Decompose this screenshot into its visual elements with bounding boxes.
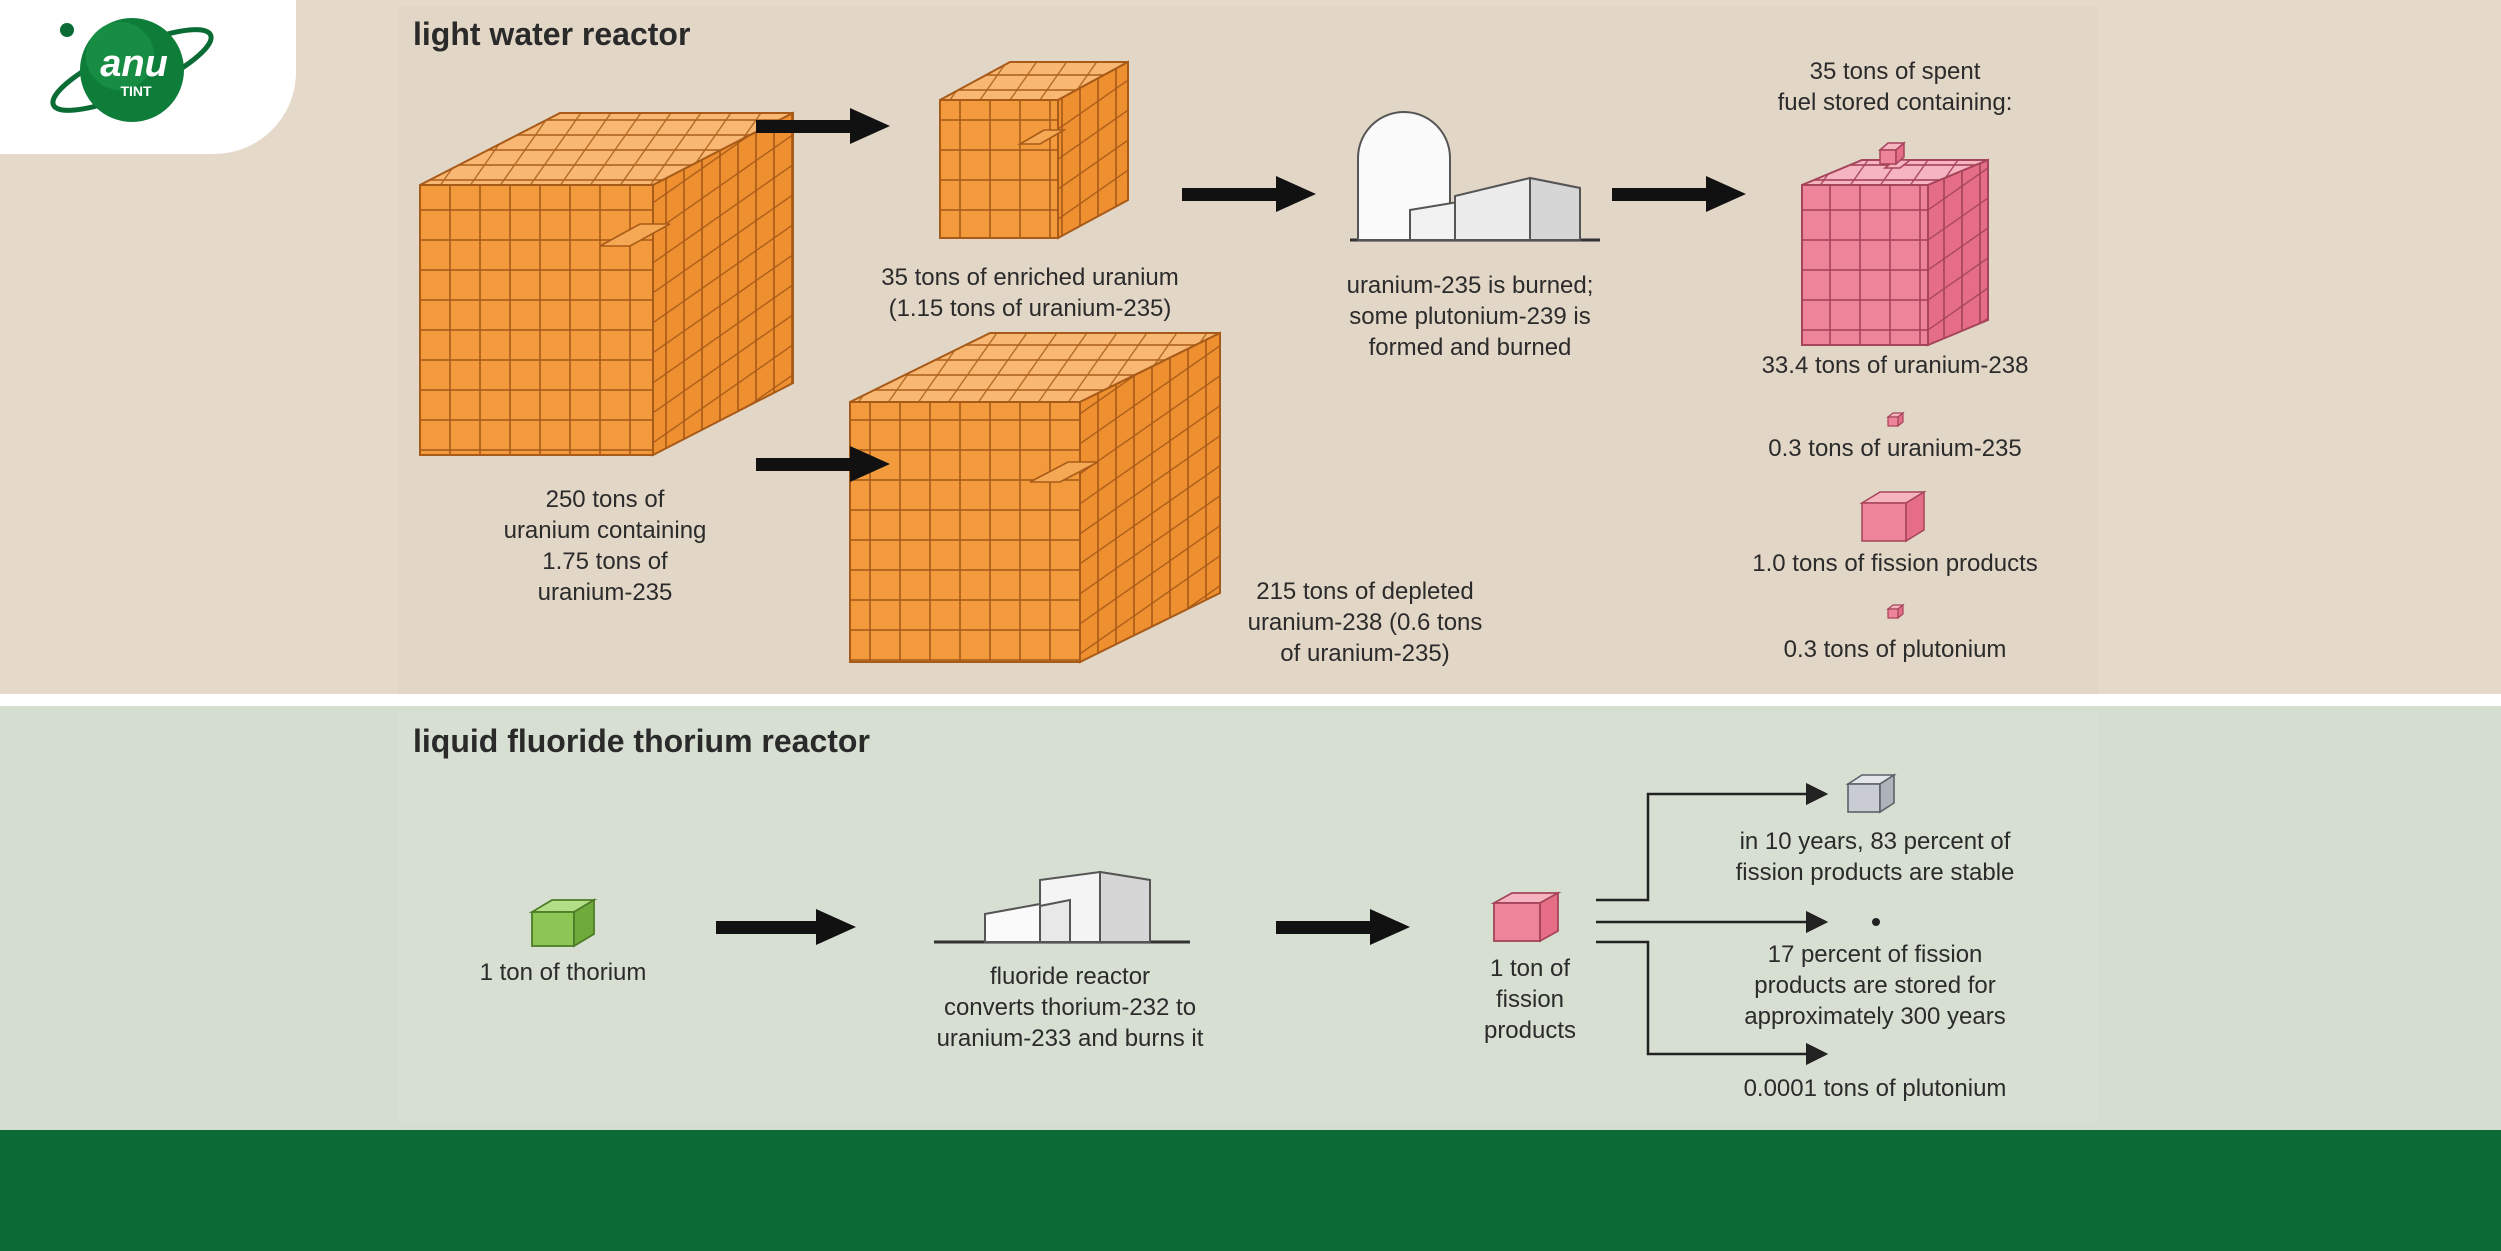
enriched-uranium-label: 35 tons of enriched uranium (1.15 tons o… [840,262,1220,324]
enriched-line: (1.15 tons of uranium-235) [888,295,1172,322]
reactor-line: uranium-235 is burned; [1346,272,1594,299]
stable-outcome-label: in 10 years, 83 percent of fission produ… [1705,826,2045,888]
spent-fission-products-label: 1.0 tons of fission products [1752,550,2038,577]
arrow-to-fission-products [1276,909,1410,945]
spent-fuel-title-line: fuel stored containing: [1777,89,2013,116]
stable-outcome-line: fission products are stable [1735,859,2015,886]
fluoride-reactor-label: fluoride reactor converts thorium-232 to… [890,961,1250,1054]
spent-fuel-title: 35 tons of spent fuel stored containing: [1735,56,2055,118]
spent-plutonium-label: 0.3 tons of plutonium [1783,636,2007,663]
svg-text:anu: anu [100,43,168,85]
fission-output-line: fission [1495,986,1565,1013]
light-water-reactor-building [1350,111,1600,242]
fluoride-reactor-line: fluoride reactor [989,963,1151,990]
depleted-uranium-label: 215 tons of depleted uranium-238 (0.6 to… [1205,576,1525,669]
uranium-235-mini-cube-icon [1886,411,1905,428]
spent-fuel-title-line: 35 tons of spent [1809,58,1981,85]
thorium-cube-icon [528,898,598,948]
arrow-to-fluoride-reactor [716,909,856,945]
plutonium-mini-cube-icon [1886,603,1905,620]
depleted-line: uranium-238 (0.6 tons [1247,609,1483,636]
fluoride-reactor-building [934,870,1190,944]
lwr-reactor-label: uranium-235 is burned; some plutonium-23… [1310,270,1630,363]
depleted-line: of uranium-235) [1280,640,1450,667]
fission-output-line: products [1483,1017,1577,1044]
svg-text:TINT: TINT [120,83,152,99]
outcome-branch-arrows [1596,782,1829,1066]
spent-uranium-235-label: 0.3 tons of uranium-235 [1768,435,2022,462]
thorium-input-label: 1 ton of thorium [479,959,647,986]
uranium-input-line: 250 tons of [545,486,665,513]
fission-products-output-label: 1 ton of fission products [1440,953,1620,1046]
fission-products-cube-icon [1859,490,1927,543]
enriched-line: 35 tons of enriched uranium [881,264,1179,291]
uranium-input-line: uranium-235 [537,579,673,606]
footer-band [0,1130,2501,1251]
arrow-to-reactor [1182,176,1316,212]
fluoride-reactor-line: converts thorium-232 to [943,994,1197,1021]
spent-fuel-stack [1801,141,1989,347]
reactor-line: formed and burned [1368,334,1572,361]
arrow-to-depleted [756,446,890,482]
uranium-input-line: uranium containing [503,517,707,544]
fission-output-line: 1 ton of [1489,955,1571,982]
stored-outcome-line: products are stored for [1754,972,1996,999]
lft-heading: liquid fluoride thorium reactor [413,723,870,759]
arrow-to-spent-fuel [1612,176,1746,212]
plutonium-outcome-label: 0.0001 tons of plutonium [1743,1075,2007,1102]
stored-products-dot-icon [1872,918,1880,926]
stored-outcome-line: approximately 300 years [1744,1003,2006,1030]
lwr-heading: light water reactor [413,16,691,52]
fission-products-cube [1490,891,1562,943]
arrow-to-enriched [756,108,890,144]
anu-tint-logo: anu TINT [50,18,214,122]
uranium-input-label: 250 tons of uranium containing 1.75 tons… [455,484,755,608]
stable-outcome-line: in 10 years, 83 percent of [1739,828,2011,855]
spent-uranium-238-label: 33.4 tons of uranium-238 [1761,352,2029,379]
fluoride-reactor-line: uranium-233 and burns it [936,1025,1204,1052]
stored-outcome-line: 17 percent of fission [1767,941,1983,968]
depleted-uranium-cube [849,331,1221,664]
uranium-250-tons-cube [419,111,794,457]
reactor-line: some plutonium-239 is [1349,303,1591,330]
stable-products-cube-icon [1845,773,1897,814]
section-separator [0,694,2501,706]
uranium-input-line: 1.75 tons of [542,548,668,575]
depleted-line: 215 tons of depleted [1256,578,1474,605]
enriched-uranium-cube [939,60,1129,240]
stored-outcome-label: 17 percent of fission products are store… [1705,939,2045,1032]
